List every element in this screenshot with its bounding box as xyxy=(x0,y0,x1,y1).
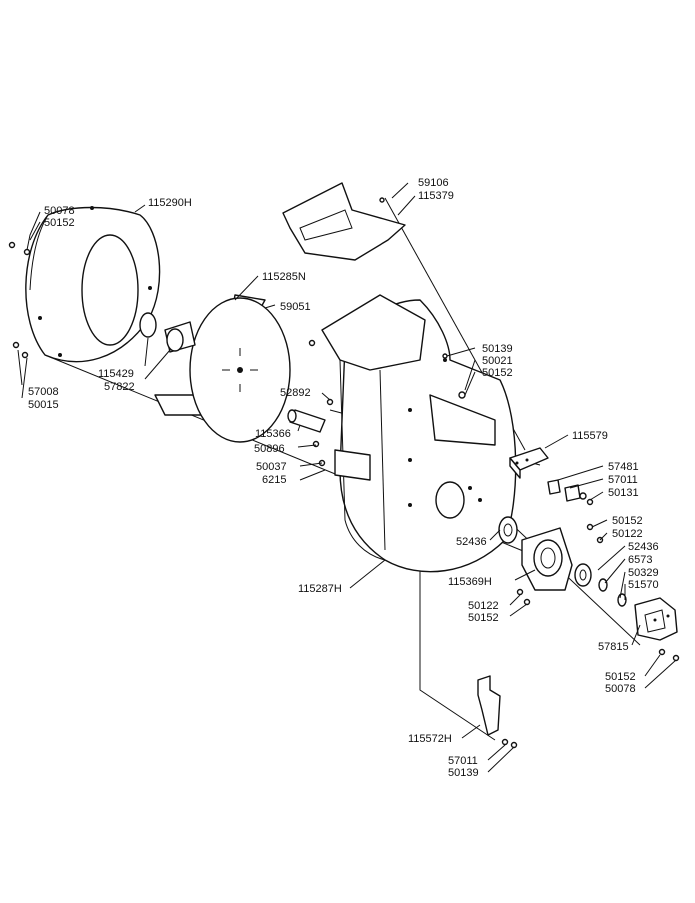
fasteners xyxy=(8,197,680,749)
label-51570: 51570 xyxy=(628,579,659,591)
label-50015: 50015 xyxy=(28,399,59,411)
label-50139-bottom: 50139 xyxy=(448,767,479,779)
label-115579: 115579 xyxy=(572,430,608,442)
label-115287H: 115287H xyxy=(298,583,342,595)
label-50078-bottom: 50078 xyxy=(605,683,636,695)
chute-guard xyxy=(282,182,406,261)
label-50329: 50329 xyxy=(628,567,659,579)
fan-wheel xyxy=(154,294,291,443)
callout-leaders xyxy=(17,182,677,773)
label-50152-top-left: 50152 xyxy=(44,217,75,229)
bearing xyxy=(498,516,518,544)
bearing-plate xyxy=(521,527,573,591)
label-50078-top: 50078 xyxy=(44,205,75,217)
shaft xyxy=(287,409,326,433)
label-115572H: 115572H xyxy=(408,733,452,745)
label-52436-left: 52436 xyxy=(456,536,487,548)
hardware-cluster xyxy=(547,479,594,506)
label-50896: 50896 xyxy=(254,443,285,455)
label-57011-right: 57011 xyxy=(608,474,638,486)
label-115285N: 115285N xyxy=(262,271,306,283)
label-50122-right: 50122 xyxy=(612,528,643,540)
label-50037: 50037 xyxy=(256,461,287,473)
label-115369H: 115369H xyxy=(448,576,492,588)
lower-bracket xyxy=(477,675,501,736)
label-50122-left: 50122 xyxy=(468,600,499,612)
label-52436-right: 52436 xyxy=(628,541,659,553)
label-57008: 57008 xyxy=(28,386,59,398)
label-50139-right: 50139 xyxy=(482,343,513,355)
label-50152-right: 50152 xyxy=(482,367,513,379)
label-57481: 57481 xyxy=(608,461,639,473)
label-115379: 115379 xyxy=(418,190,454,202)
bearing-rings xyxy=(574,563,627,607)
label-50131: 50131 xyxy=(608,487,639,499)
label-50152-bottom-left: 50152 xyxy=(468,612,499,624)
label-59051: 59051 xyxy=(280,301,311,313)
label-6215: 6215 xyxy=(262,474,286,486)
label-50152-bottom-right: 50152 xyxy=(605,671,636,683)
label-50152-mid-right: 50152 xyxy=(612,515,643,527)
fan-housing-cover xyxy=(25,206,161,363)
label-115429: 115429 xyxy=(98,368,134,380)
label-59106: 59106 xyxy=(418,177,449,189)
part-labels: 115290H 50078 50152 57008 50015 115429 5… xyxy=(28,177,659,779)
hydraulic-motor xyxy=(634,597,678,641)
label-115290H: 115290H xyxy=(148,197,192,209)
blower-housing xyxy=(321,294,517,573)
hub-bushing xyxy=(139,312,196,353)
label-6573: 6573 xyxy=(628,554,652,566)
label-115366: 115366 xyxy=(255,428,291,440)
bracket xyxy=(509,447,549,479)
label-50021: 50021 xyxy=(482,355,513,367)
label-52892: 52892 xyxy=(280,387,311,399)
label-57815: 57815 xyxy=(598,641,629,653)
label-57011-bottom: 57011 xyxy=(448,755,478,767)
label-57822: 57822 xyxy=(104,381,135,393)
